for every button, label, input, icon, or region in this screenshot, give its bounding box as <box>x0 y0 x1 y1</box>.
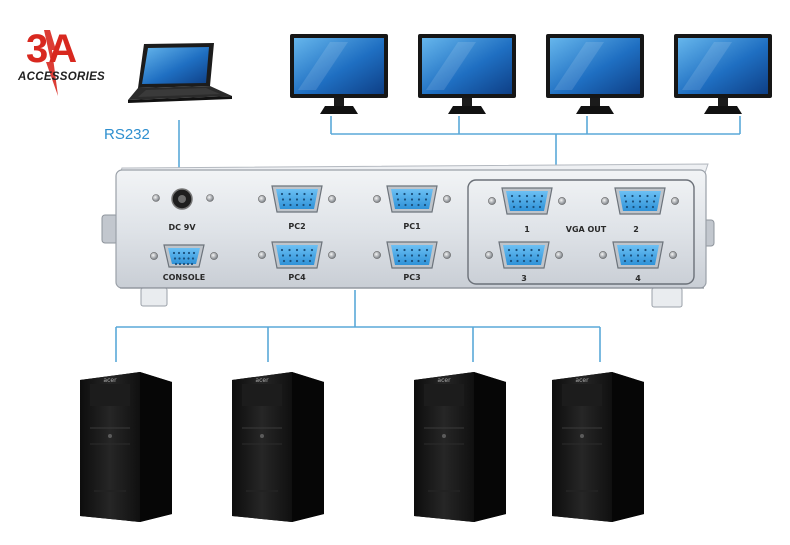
port-out-1 <box>488 187 566 215</box>
label-out-2: 2 <box>633 225 639 234</box>
port-out-3 <box>485 241 563 269</box>
label-out-1: 1 <box>524 225 530 234</box>
lightning-icon <box>44 30 58 96</box>
computer-brand-label: acer <box>103 377 117 384</box>
computer-group: acer acer acer acer <box>80 372 644 522</box>
computer-tower-icon: acer <box>552 372 644 522</box>
computer-wiring <box>115 290 601 362</box>
monitor-icon <box>290 34 388 114</box>
label-out-4: 4 <box>635 274 641 283</box>
computer-tower-icon: acer <box>232 372 324 522</box>
port-pc1 <box>373 185 451 213</box>
label-pc1: PC1 <box>403 222 421 231</box>
label-vga-out: VGA OUT <box>566 225 607 234</box>
label-out-3: 3 <box>521 274 527 283</box>
monitor-icon <box>418 34 516 114</box>
computer-brand-label: acer <box>575 377 589 384</box>
port-out-4 <box>599 241 677 269</box>
port-out-2 <box>601 187 679 215</box>
computer-tower-icon: acer <box>80 372 172 522</box>
monitor-group <box>290 34 772 114</box>
label-dc-9v: DC 9V <box>168 223 196 232</box>
computer-brand-label: acer <box>437 377 451 384</box>
brand-logo: 3A ACCESSORIES <box>17 27 105 96</box>
laptop-icon <box>128 43 232 103</box>
port-pc4 <box>258 241 336 269</box>
label-pc3: PC3 <box>403 273 420 282</box>
port-pc2 <box>258 185 336 213</box>
vga-switch-device: DC 9V CONSOLE PC2 PC1 PC4 PC3 1 VGA OUT … <box>101 163 715 308</box>
monitor-icon <box>546 34 644 114</box>
label-pc2: PC2 <box>288 222 305 231</box>
computer-brand-label: acer <box>255 377 269 384</box>
port-pc3 <box>373 241 451 269</box>
monitor-wiring <box>330 116 741 168</box>
computer-tower-icon: acer <box>414 372 506 522</box>
rs232-label: RS232 <box>104 126 150 143</box>
label-console: CONSOLE <box>163 273 206 282</box>
monitor-icon <box>674 34 772 114</box>
vga-out-frame <box>467 179 695 285</box>
logo-subtitle: ACCESSORIES <box>17 71 105 83</box>
port-group <box>150 185 679 269</box>
label-pc4: PC4 <box>288 273 306 282</box>
dc-power-jack <box>152 188 214 210</box>
port-console <box>150 244 218 268</box>
